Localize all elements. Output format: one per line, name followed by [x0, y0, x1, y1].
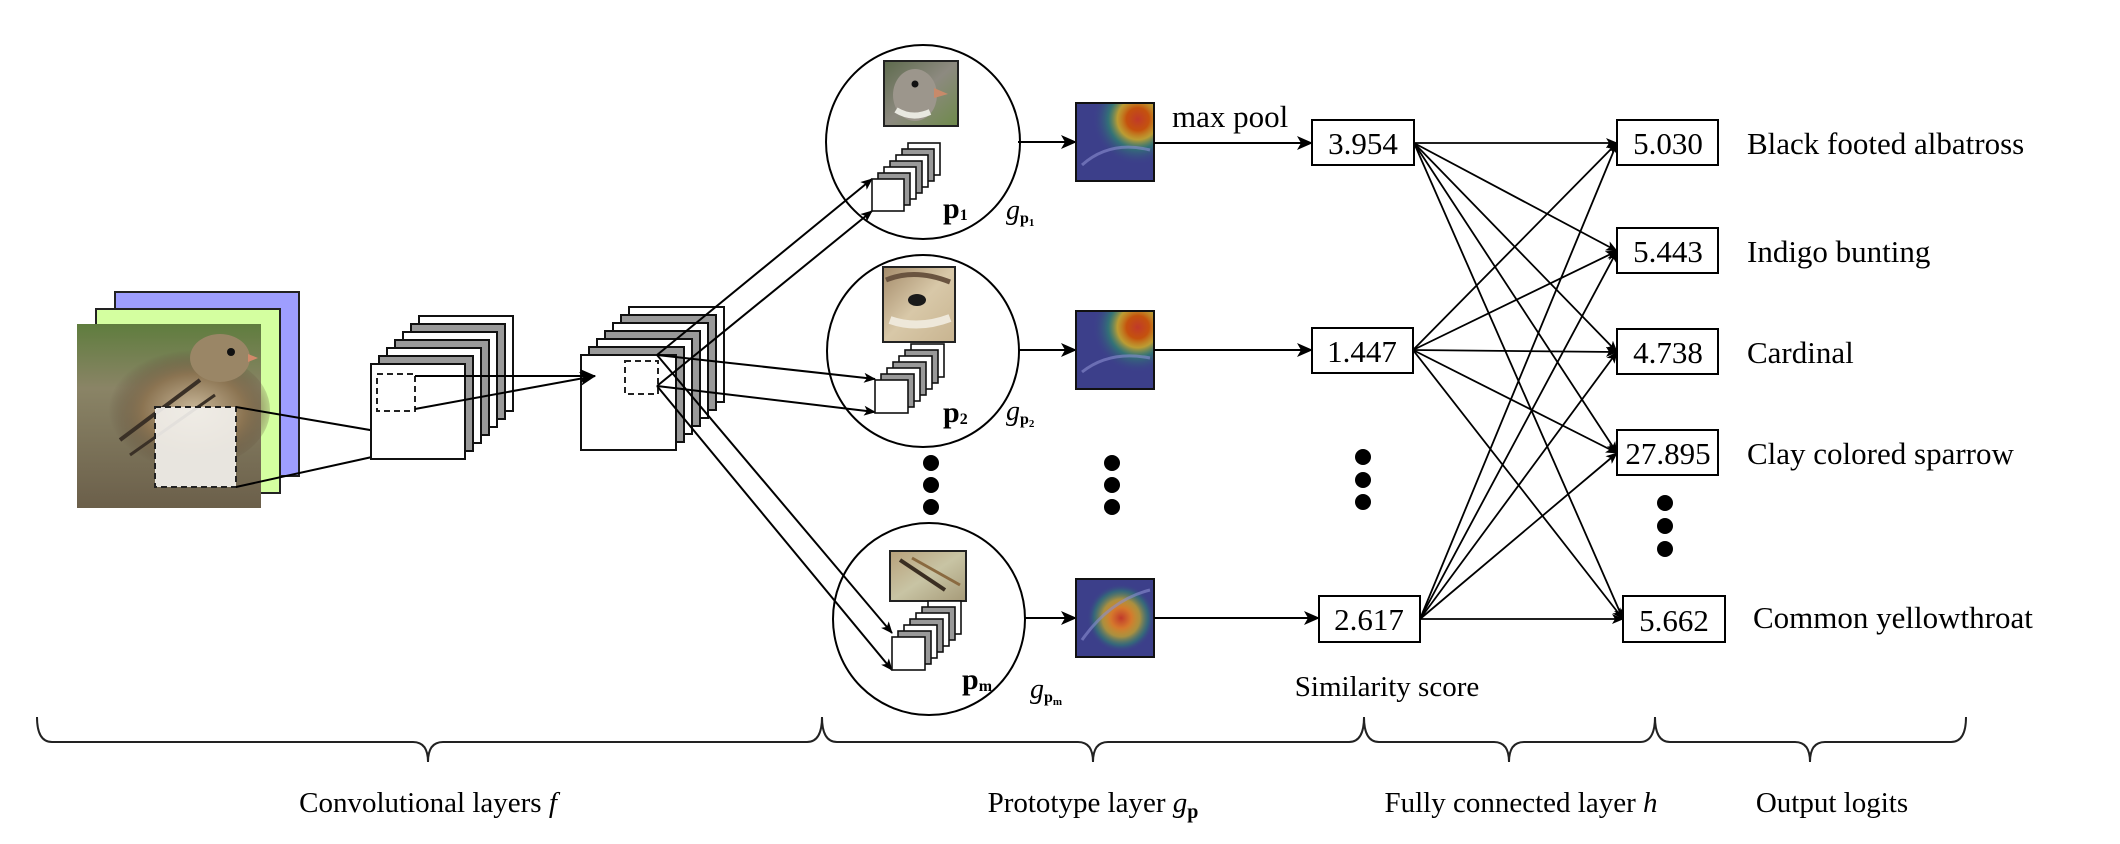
prototype-patch-image — [889, 550, 967, 602]
similarity-value: 1.447 — [1327, 334, 1397, 369]
similarity-score-caption: Similarity score — [1295, 671, 1479, 703]
fc-edge — [1419, 250, 1618, 620]
section-braces — [36, 716, 1967, 763]
arrow-conv1-to-conv2 — [414, 371, 596, 410]
prototype-label: pm — [962, 663, 993, 696]
output-row: 5.662 Common yellowthroat — [1622, 595, 2033, 643]
brace-convolutional — [36, 716, 823, 763]
fc-edge — [1412, 250, 1618, 351]
feature-map-layer — [871, 178, 905, 212]
output-row: 27.895 Clay colored sparrow — [1616, 429, 2014, 476]
ellipsis-outputs — [1657, 495, 1673, 557]
section-label-fully-connected: Fully connected layer h — [1385, 787, 1658, 819]
feature-patch-box — [624, 360, 659, 395]
fc-edge — [1419, 142, 1618, 620]
ellipsis-prototypes — [923, 455, 939, 515]
prototype-unit-p1: p1 gp1 — [825, 44, 1034, 240]
output-logits: 5.030 Black footed albatross 5.443 Indig… — [1616, 119, 2033, 643]
prototype-patch-image — [883, 60, 959, 127]
fc-edge — [1413, 142, 1618, 454]
section-labels: Convolutional layers f Prototype layer g… — [299, 787, 1908, 823]
fc-edge — [1413, 142, 1618, 353]
input-image — [77, 291, 300, 508]
feature-map-layer — [580, 354, 677, 451]
class-label: Indigo bunting — [1747, 234, 1930, 269]
similarity-value: 2.617 — [1334, 602, 1404, 637]
prototype-function-label: gp2 — [1006, 396, 1035, 430]
logit-box — [1616, 227, 1719, 274]
output-row: 5.443 Indigo bunting — [1616, 227, 1930, 274]
fc-edge — [1412, 349, 1624, 620]
max-pool-label: max pool — [1172, 99, 1288, 134]
heatmap-pm — [1075, 578, 1155, 658]
fc-edge — [1413, 142, 1618, 252]
logit-value: 5.030 — [1633, 126, 1703, 161]
output-row: 5.030 Black footed albatross — [1616, 119, 2024, 166]
logit-box — [1616, 429, 1719, 476]
similarity-scores: 3.954 1.447 2.617 Similarity score — [1295, 119, 1479, 703]
section-label-output: Output logits — [1756, 787, 1908, 819]
brace-output — [1654, 716, 1967, 763]
prototype-label: p1 — [943, 192, 968, 225]
similarity-value: 3.954 — [1328, 126, 1398, 161]
fc-edge — [1412, 346, 1618, 357]
logit-box — [1616, 119, 1719, 166]
fc-edge — [1412, 349, 1618, 454]
fc-edge — [1419, 351, 1618, 620]
ellipsis-similarity — [1355, 449, 1371, 510]
fc-edge — [1412, 142, 1618, 351]
similarity-box — [1311, 119, 1415, 166]
logit-box — [1622, 595, 1726, 643]
prototype-label: p2 — [943, 396, 968, 429]
prototype-tensor-stack — [874, 343, 945, 414]
receptive-field-box — [376, 373, 416, 412]
class-label: Black footed albatross — [1747, 126, 2024, 161]
feature-map-layer — [874, 379, 909, 414]
conv-to-prototype-arrows — [656, 178, 893, 671]
prototype-tensor-stack — [891, 600, 962, 671]
heatmap-p1 — [1075, 102, 1155, 182]
similarity-box — [1311, 327, 1414, 374]
prototype-function-label: gp1 — [1006, 195, 1034, 229]
brace-fully-connected — [1363, 716, 1656, 763]
input-bird-photo — [77, 324, 270, 508]
prototype-patch-image — [882, 266, 956, 343]
prototype-tensor-stack — [871, 142, 941, 212]
class-label: Clay colored sparrow — [1747, 436, 2014, 471]
prototype-function-label: gpm — [1030, 674, 1062, 708]
class-label: Cardinal — [1747, 335, 1854, 370]
feature-map-layer — [891, 636, 926, 671]
fully-connected-edges — [1412, 138, 1624, 624]
logit-value: 5.662 — [1639, 603, 1709, 638]
receptive-field-patch — [154, 406, 237, 488]
fc-edge — [1419, 452, 1618, 620]
section-label-prototype: Prototype layer gp — [988, 787, 1199, 823]
brace-prototype — [821, 716, 1365, 763]
logit-box — [1616, 328, 1719, 375]
prototype-layer: p1 gp1 p2 gp2 — [825, 44, 1062, 716]
heatmap-p2 — [1075, 310, 1155, 390]
section-label-convolutional: Convolutional layers f — [299, 787, 561, 819]
class-label: Common yellowthroat — [1753, 600, 2033, 635]
prototype-unit-p2: p2 gp2 — [826, 254, 1035, 448]
conv-feature-stack-2 — [580, 306, 725, 451]
logit-value: 5.443 — [1633, 234, 1703, 269]
output-row: 4.738 Cardinal — [1616, 328, 1854, 375]
activation-heatmaps — [1018, 102, 1155, 658]
logit-value: 4.738 — [1633, 335, 1703, 370]
ellipsis-heatmaps — [1104, 455, 1120, 515]
logit-value: 27.895 — [1625, 436, 1710, 471]
conv-feature-stack-1 — [370, 315, 514, 460]
